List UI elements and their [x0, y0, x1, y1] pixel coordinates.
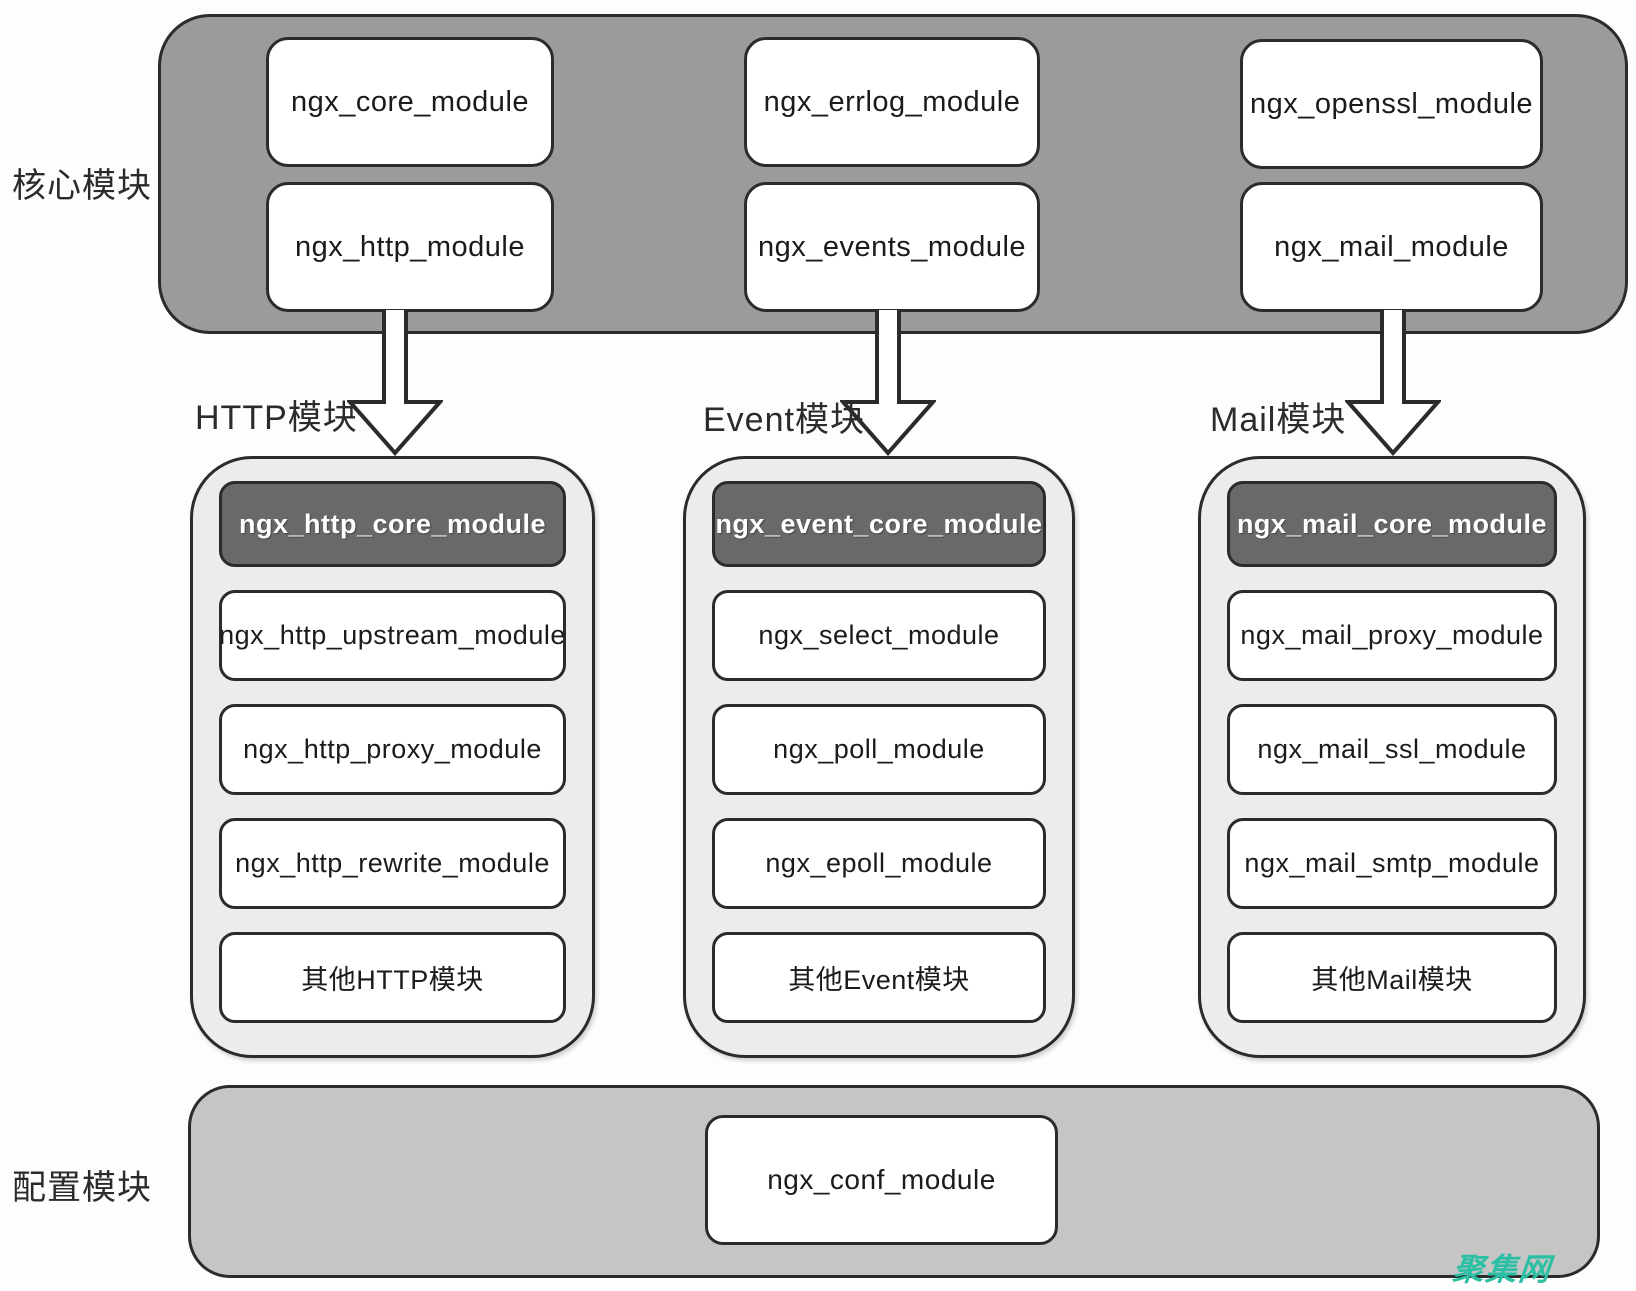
module-box-ngx-openssl-module: ngx_openssl_module: [1240, 39, 1543, 169]
module-box-ngx-http-core-module: ngx_http_core_module: [219, 481, 566, 567]
down-arrow-icon: [347, 310, 443, 456]
module-box-ngx-http-rewrite-module: ngx_http_rewrite_module: [219, 818, 566, 909]
module-box-ngx-mail-proxy-module: ngx_mail_proxy_module: [1227, 590, 1557, 681]
site-watermark: 聚集网: [1450, 1252, 1554, 1287]
module-box-ngx-mail-module: ngx_mail_module: [1240, 182, 1543, 312]
core-section-label: 核心模块: [12, 167, 152, 205]
module-box-ngx-event-core-module: ngx_event_core_module: [712, 481, 1046, 567]
module-box-ngx-mail-ssl-module: ngx_mail_ssl_module: [1227, 704, 1557, 795]
module-box-ngx-errlog-module: ngx_errlog_module: [744, 37, 1040, 167]
mail-group-label: Mail模块: [1210, 401, 1347, 439]
module-box-ngx-http-module: ngx_http_module: [266, 182, 554, 312]
module-box-other-mail-modules: 其他Mail模块: [1227, 932, 1557, 1023]
module-box-ngx-mail-smtp-module: ngx_mail_smtp_module: [1227, 818, 1557, 909]
module-box-ngx-select-module: ngx_select_module: [712, 590, 1046, 681]
module-box-other-event-modules: 其他Event模块: [712, 932, 1046, 1023]
module-box-ngx-poll-module: ngx_poll_module: [712, 704, 1046, 795]
module-box-ngx-mail-core-module: ngx_mail_core_module: [1227, 481, 1557, 567]
event-group-label: Event模块: [703, 401, 865, 439]
module-box-ngx-epoll-module: ngx_epoll_module: [712, 818, 1046, 909]
http-modules-container: ngx_http_core_module ngx_http_upstream_m…: [190, 456, 595, 1058]
module-box-ngx-core-module: ngx_core_module: [266, 37, 554, 167]
down-arrow-icon: [1345, 310, 1441, 456]
mail-modules-container: ngx_mail_core_module ngx_mail_proxy_modu…: [1198, 456, 1586, 1058]
http-group-label: HTTP模块: [195, 399, 358, 437]
module-box-ngx-http-proxy-module: ngx_http_proxy_module: [219, 704, 566, 795]
event-modules-container: ngx_event_core_module ngx_select_module …: [683, 456, 1075, 1058]
config-section-label: 配置模块: [12, 1169, 152, 1207]
down-arrow-icon: [840, 310, 936, 456]
module-box-ngx-events-module: ngx_events_module: [744, 182, 1040, 312]
module-box-other-http-modules: 其他HTTP模块: [219, 932, 566, 1023]
module-box-ngx-conf-module: ngx_conf_module: [705, 1115, 1058, 1245]
module-box-ngx-http-upstream-module: ngx_http_upstream_module: [219, 590, 566, 681]
